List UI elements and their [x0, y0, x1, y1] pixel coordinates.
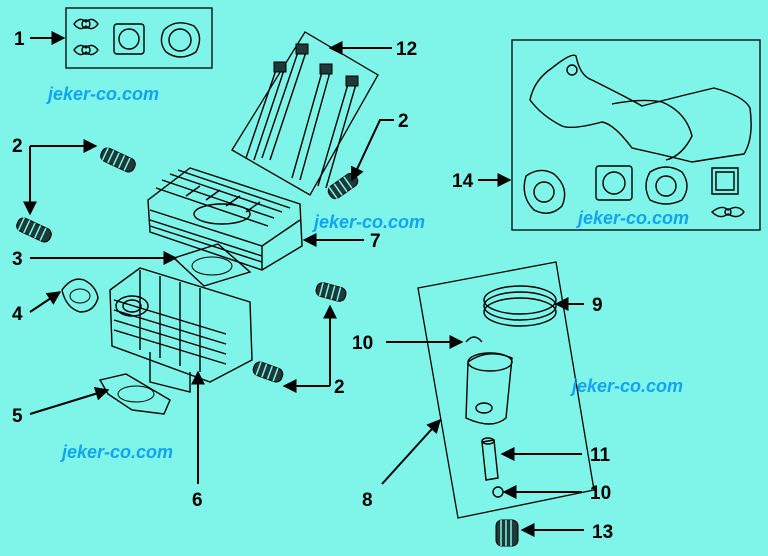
callout-4: 4 — [12, 304, 23, 325]
small-end-bearing-13 — [495, 519, 519, 547]
callout-5: 5 — [12, 406, 23, 427]
callout-10-lower: 10 — [590, 483, 611, 504]
needle-bearing-upper-left — [100, 147, 136, 173]
cylinder-6 — [109, 267, 253, 393]
gasket-kit-14 — [511, 39, 761, 231]
watermarks: jeker-co.com jeker-co.com jeker-co.com j… — [46, 84, 689, 462]
needle-bearing-right-lower — [252, 361, 284, 383]
callout-6: 6 — [192, 490, 203, 511]
watermark-top-right: jeker-co.com — [576, 208, 689, 228]
needle-bearing-lower-left — [16, 217, 52, 243]
needle-bearing-right-middle — [315, 282, 347, 302]
head-gasket-3 — [172, 243, 252, 287]
callout-8: 8 — [362, 490, 373, 511]
callout-3: 3 — [12, 249, 23, 270]
base-gasket-5 — [98, 373, 171, 415]
callout-7: 7 — [370, 231, 381, 252]
watermark-top-left: jeker-co.com — [46, 84, 159, 104]
leader-arrows — [23, 31, 584, 537]
callout-14: 14 — [452, 171, 474, 192]
callout-2-right-lower: 2 — [334, 377, 345, 398]
callout-2-right-upper: 2 — [398, 111, 409, 132]
needle-bearing-right-upper — [327, 172, 359, 200]
callout-10-upper: 10 — [352, 333, 373, 354]
cylinder-studs-12 — [231, 31, 379, 196]
watermark-right: jeker-co.com — [570, 376, 683, 396]
callout-2-left: 2 — [12, 136, 23, 157]
callout-9: 9 — [592, 295, 603, 316]
callout-1: 1 — [14, 29, 25, 50]
cylinder-head-7 — [147, 167, 303, 271]
callout-12: 12 — [396, 39, 417, 60]
watermark-center: jeker-co.com — [312, 212, 425, 232]
piston-kit-8 — [417, 261, 595, 519]
watermark-bottom-left: jeker-co.com — [60, 442, 173, 462]
callout-13: 13 — [592, 522, 613, 543]
exhaust-gasket-4 — [61, 278, 99, 313]
callout-11: 11 — [590, 445, 611, 466]
callout-numbers: 1 12 2 2 3 4 5 6 7 2 8 9 10 11 10 13 14 — [12, 29, 613, 543]
gasket-kit-1 — [65, 7, 213, 69]
